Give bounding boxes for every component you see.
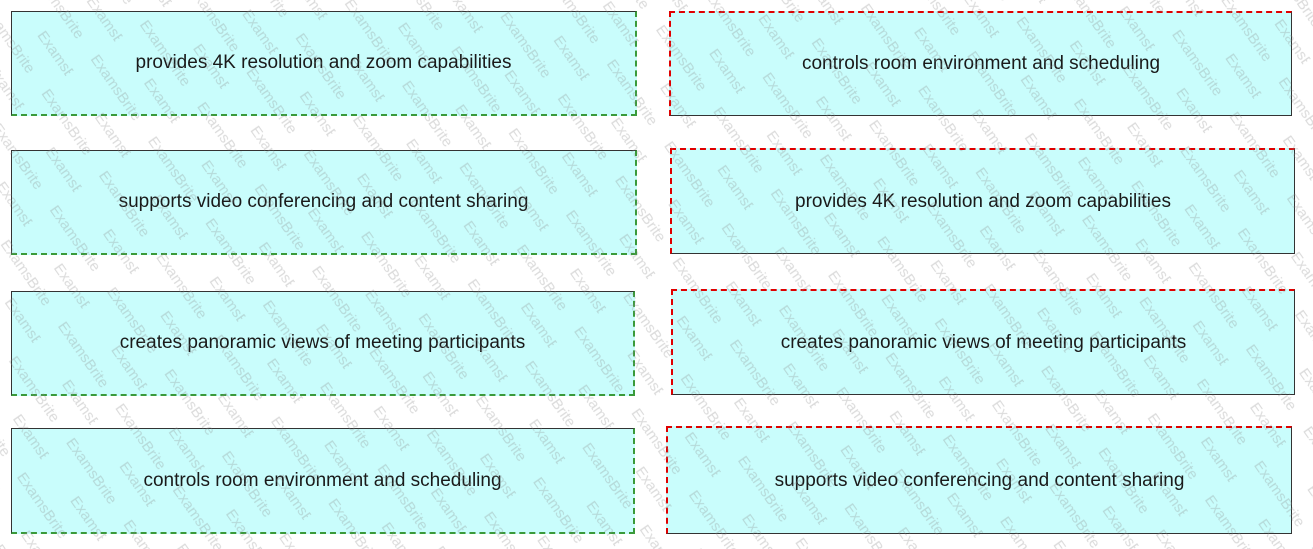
- drop-target-1[interactable]: controls room environment and scheduling: [669, 11, 1292, 116]
- drop-target-4[interactable]: supports video conferencing and content …: [666, 426, 1292, 534]
- item-label: controls room environment and scheduling: [801, 53, 1161, 74]
- item-label: supports video conferencing and content …: [118, 191, 529, 212]
- item-label: creates panoramic views of meeting parti…: [119, 332, 526, 353]
- item-label: supports video conferencing and content …: [774, 469, 1185, 491]
- item-label: provides 4K resolution and zoom capabili…: [135, 52, 512, 73]
- draggable-item-4[interactable]: controls room environment and scheduling: [11, 428, 635, 534]
- draggable-item-3[interactable]: creates panoramic views of meeting parti…: [11, 291, 635, 396]
- drop-target-2[interactable]: provides 4K resolution and zoom capabili…: [670, 148, 1295, 254]
- draggable-item-2[interactable]: supports video conferencing and content …: [11, 150, 637, 255]
- drop-target-3[interactable]: creates panoramic views of meeting parti…: [671, 289, 1295, 395]
- item-label: creates panoramic views of meeting parti…: [780, 331, 1187, 353]
- item-label: controls room environment and scheduling: [143, 469, 502, 491]
- draggable-item-1[interactable]: provides 4K resolution and zoom capabili…: [11, 11, 637, 116]
- item-label: provides 4K resolution and zoom capabili…: [795, 190, 1171, 212]
